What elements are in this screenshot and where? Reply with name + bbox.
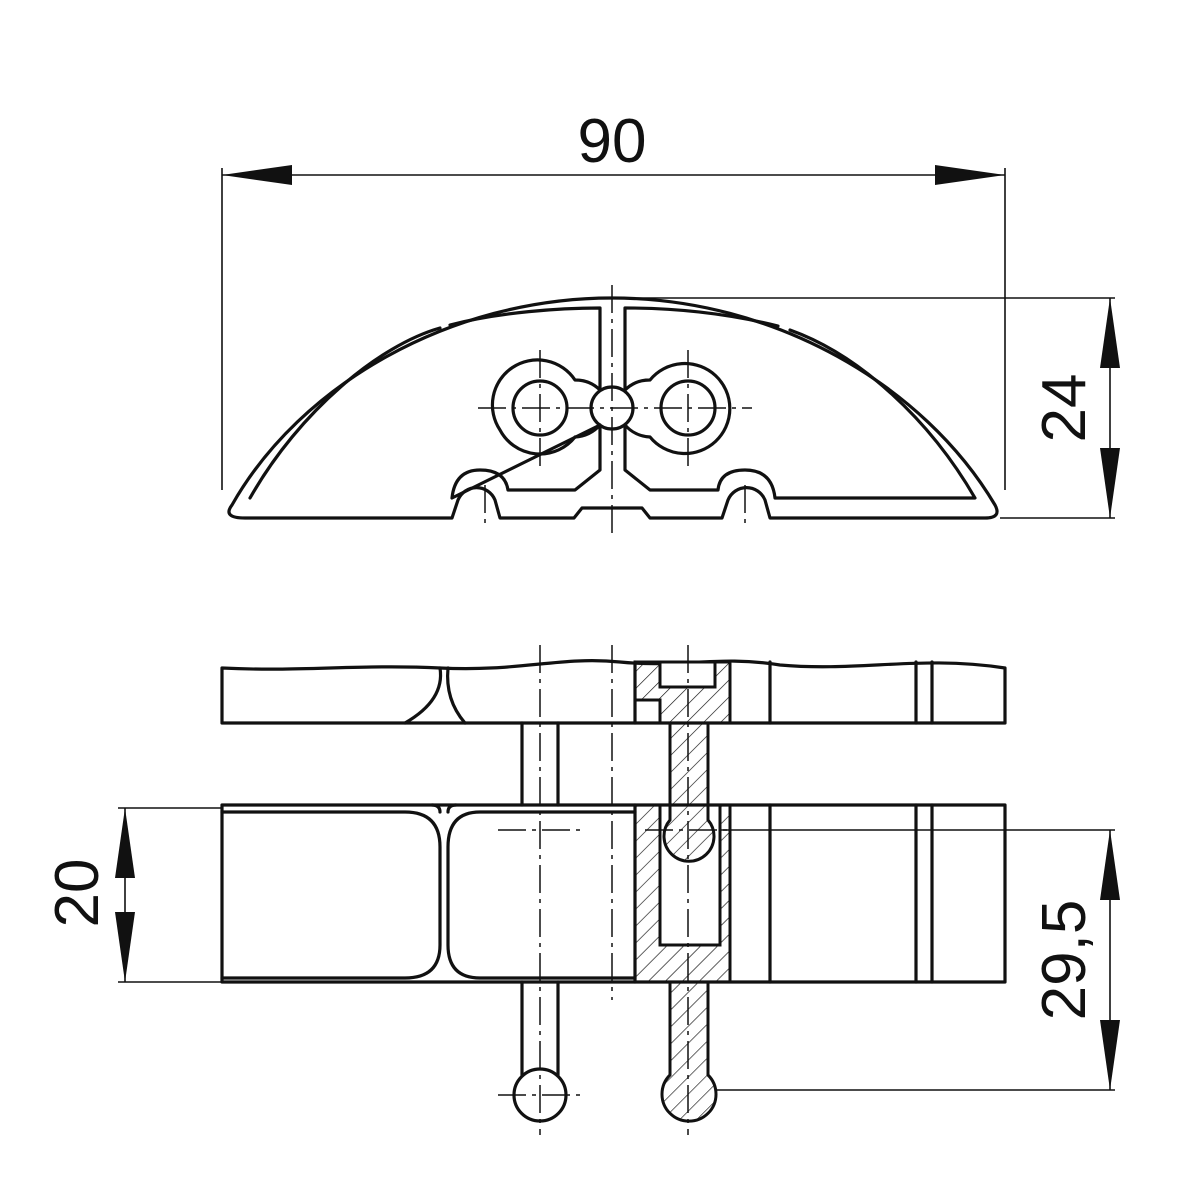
dimension-24: 24: [612, 297, 1120, 519]
dimension-label-body-height: 20: [43, 859, 112, 928]
top-view-profile: [227, 285, 999, 535]
dimension-label-pin-length: 29,5: [1030, 900, 1099, 1021]
dimension-90: 90: [221, 107, 1006, 490]
dimension-29-5: 29,5: [715, 829, 1120, 1091]
dimension-label-height: 24: [1030, 374, 1099, 443]
side-view: [220, 645, 1007, 1135]
dimension-20: 20: [43, 807, 222, 983]
dimension-label-width: 90: [578, 107, 647, 176]
